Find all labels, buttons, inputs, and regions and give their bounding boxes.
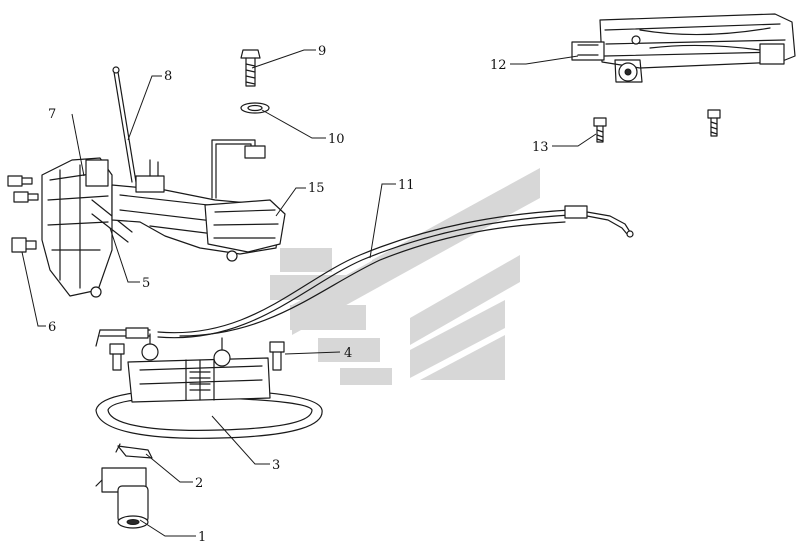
part-11-cable [95, 205, 634, 347]
callout-13: 13 [532, 140, 549, 155]
callout-3: 3 [272, 458, 280, 473]
part-1-lock-cylinder [95, 467, 149, 529]
part-2-clip [115, 443, 153, 459]
part-8-rod [112, 66, 137, 183]
latch-assembly [41, 139, 286, 298]
callout-4: 4 [344, 346, 352, 361]
callout-6: 6 [48, 320, 56, 335]
callout-11: 11 [398, 178, 415, 193]
callout-15: 15 [308, 181, 325, 196]
callout-labels: 1 2 3 4 5 6 7 8 9 10 11 12 13 15 [48, 44, 549, 545]
part-6-fastener-top [7, 175, 33, 187]
callout-8: 8 [164, 69, 172, 84]
callout-10: 10 [328, 132, 345, 147]
part-6-fastener-mid [13, 191, 39, 203]
part-9-bolt [240, 49, 261, 87]
callout-7: 7 [48, 107, 56, 122]
watermark-logo [270, 168, 540, 385]
callout-2: 2 [195, 476, 203, 491]
callout-1: 1 [198, 530, 206, 545]
callout-5: 5 [142, 276, 150, 291]
leader-lines [21, 49, 597, 537]
part-13-screw-left [593, 117, 607, 143]
part-4-bolt-left [109, 343, 125, 371]
callout-12: 12 [490, 58, 507, 73]
callout-9: 9 [318, 44, 326, 59]
part-12-lock-body [571, 13, 796, 83]
part-3-outer-handle [95, 333, 323, 439]
part-13-screw-right [707, 109, 721, 137]
part-4-bolt-right [269, 341, 285, 371]
part-6-fastener-bottom [11, 237, 37, 253]
